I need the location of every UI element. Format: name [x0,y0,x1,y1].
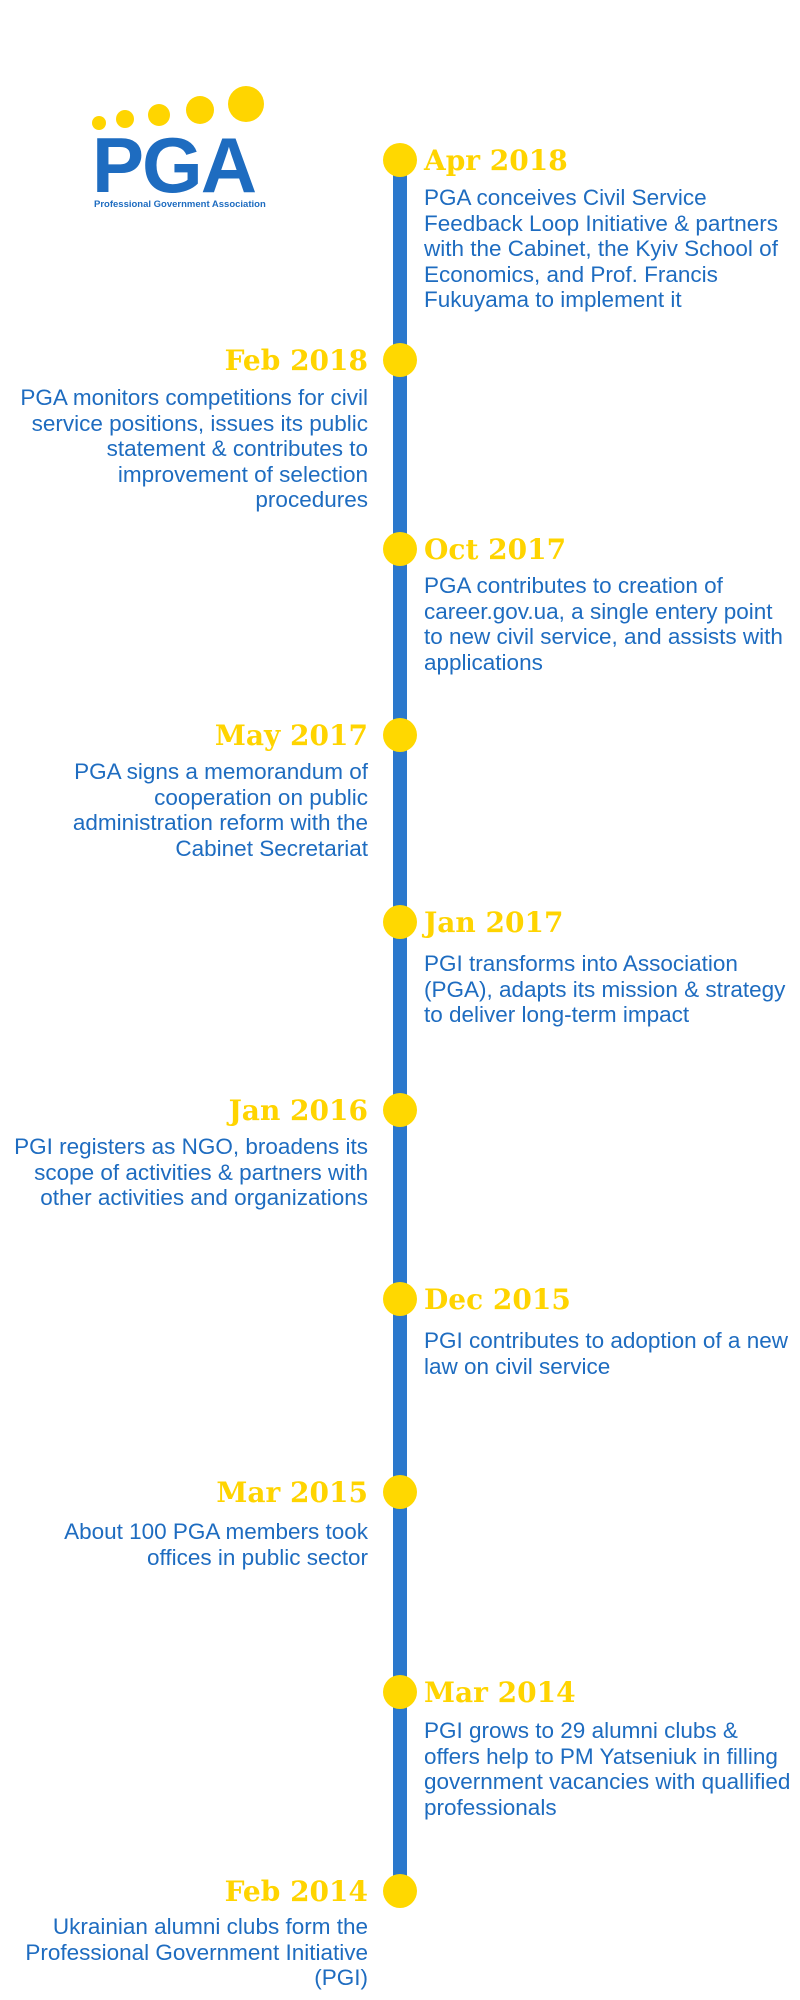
timeline-node [383,905,417,939]
timeline-description: PGA conceives Civil Service Feedback Loo… [424,185,778,312]
timeline-node [383,718,417,752]
timeline-description: PGI registers as NGO, broadens its scope… [14,1134,368,1210]
timeline-description: PGA contributes to creation of career.go… [424,573,783,675]
timeline-date: Apr 2018 [424,144,568,177]
timeline-node [383,143,417,177]
logo-wordmark: PGA [92,121,257,209]
logo-dot [116,110,134,128]
pga-logo: PGA Professional Government Association [92,86,292,216]
timeline-date: Oct 2017 [424,533,567,566]
timeline-date: Feb 2014 [224,1875,368,1908]
timeline-date: Jan 2016 [228,1094,368,1127]
timeline-node [383,1093,417,1127]
timeline-node [383,1475,417,1509]
timeline-node [383,1675,417,1709]
timeline-node [383,1282,417,1316]
timeline-description: PGI contributes to adoption of a new law… [424,1328,788,1379]
logo-dot [92,116,106,130]
timeline-axis [393,160,407,1890]
logo-dot [148,104,170,126]
logo-dot [186,96,214,124]
timeline-description: PGI grows to 29 alumni clubs & offers he… [424,1718,791,1820]
timeline-date: Mar 2015 [216,1476,368,1509]
timeline-description: Ukrainian alumni clubs form the Professi… [25,1914,368,1990]
timeline-description: PGA signs a memorandum of cooperation on… [72,759,368,861]
timeline-date: Jan 2017 [424,906,564,939]
timeline-node [383,343,417,377]
timeline-date: May 2017 [214,719,368,752]
timeline-node [383,1874,417,1908]
timeline-description: PGI transforms into Association (PGA), a… [424,951,786,1027]
timeline-description: About 100 PGA members took offices in pu… [64,1519,368,1570]
logo-subtitle: Professional Government Association [94,199,266,210]
timeline-node [383,532,417,566]
timeline-date: Dec 2015 [424,1283,571,1316]
timeline-date: Mar 2014 [424,1676,576,1709]
logo-dot [228,86,264,122]
timeline-date: Feb 2018 [224,344,368,377]
timeline-description: PGA monitors competitions for civil serv… [20,385,368,512]
